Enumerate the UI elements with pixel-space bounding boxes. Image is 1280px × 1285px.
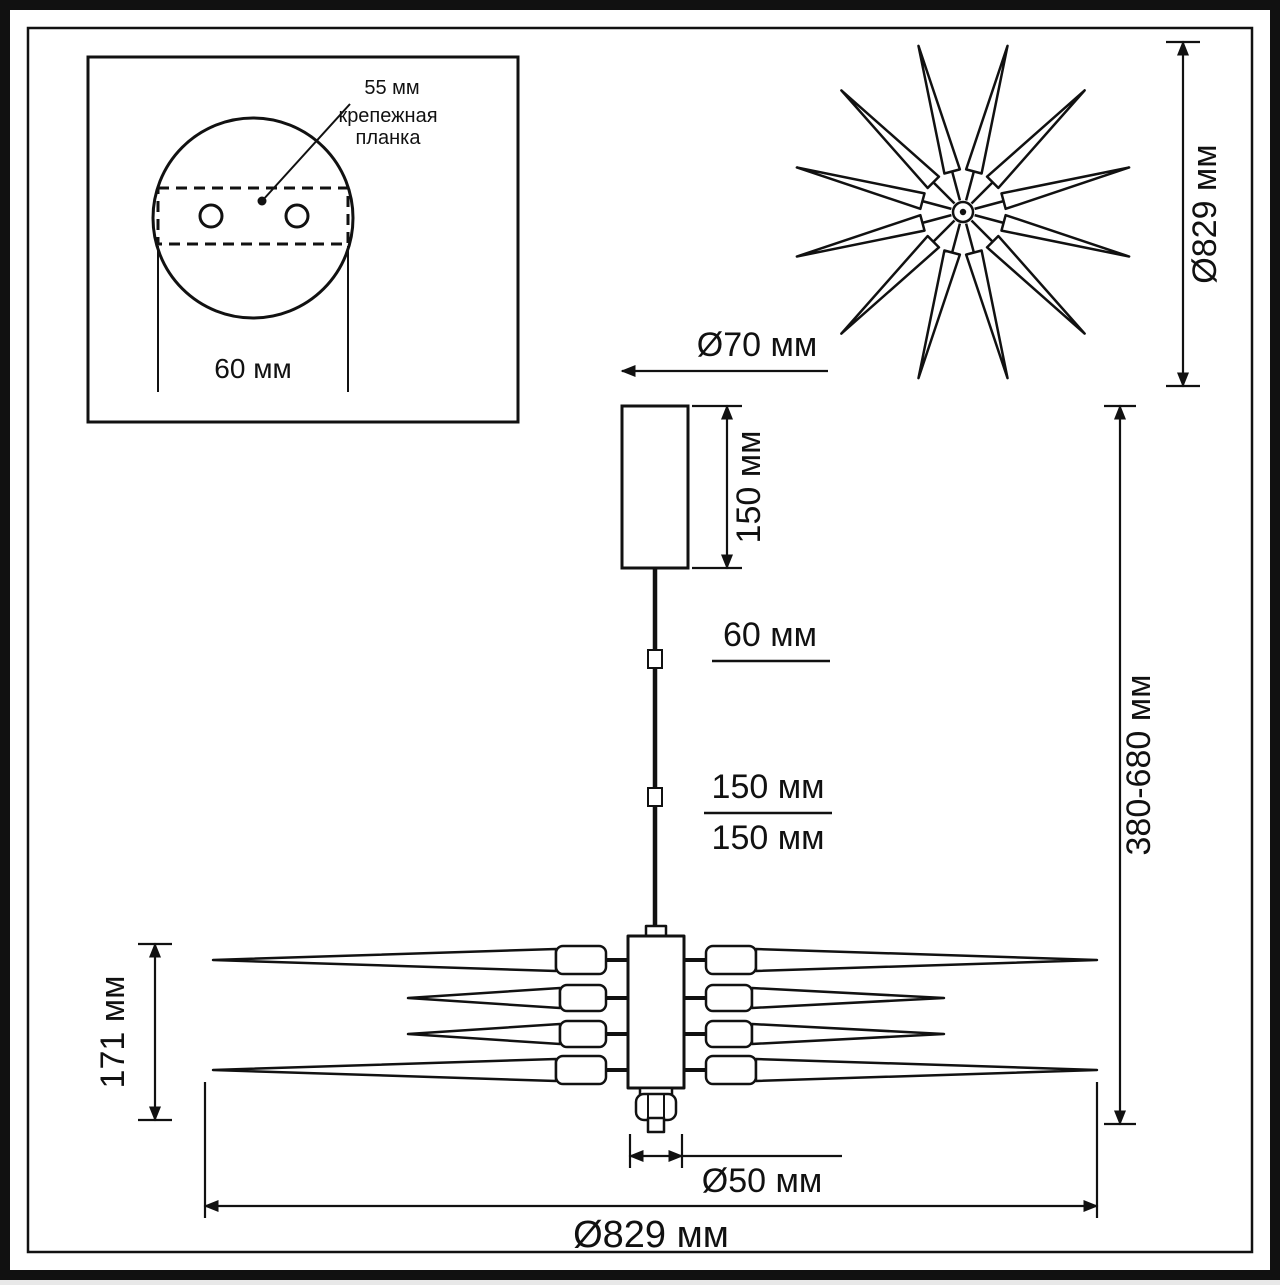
dim-top-view-diameter [1166, 40, 1200, 388]
spike-holder [704, 1054, 758, 1086]
top-spike [964, 44, 1009, 201]
spike-row [211, 944, 1099, 976]
spike-cone-right [750, 986, 946, 1010]
bracket-label-line1: крепежная [338, 105, 437, 127]
bracket-label-line2: планка [356, 127, 422, 149]
canopy-circle [151, 116, 355, 320]
dim-body-diameter [203, 1082, 1099, 1218]
spike-cone-right [754, 947, 1099, 973]
leader-line [261, 103, 351, 202]
stem [647, 568, 663, 938]
spike-holder [558, 983, 608, 1013]
spike-holder [558, 1019, 608, 1049]
top-spike [795, 213, 952, 258]
top-spike [974, 166, 1131, 211]
dim-label-top-diameter: Ø829 мм [1186, 144, 1224, 283]
inner-frame [26, 26, 1254, 1254]
dim-body-height [138, 942, 172, 1122]
inset-box [86, 55, 520, 424]
top-spike [970, 219, 1086, 335]
top-view [795, 44, 1131, 380]
top-spike [840, 219, 956, 335]
dim-label-body-diameter: Ø829 мм [573, 1214, 729, 1256]
spike-cone-right [754, 1057, 1099, 1083]
canopy-body [620, 404, 690, 570]
spike-holder [704, 983, 754, 1013]
dim-canopy-height [692, 404, 742, 570]
dim-label-canopy-diameter: Ø70 мм [697, 326, 817, 364]
mounting-bracket-dashed [156, 186, 350, 246]
dim-label-hub-diameter: Ø50 мм [702, 1162, 822, 1200]
mounting-plate-inset [86, 55, 520, 424]
dim-label-overall-height: 380-680 мм [1120, 675, 1158, 856]
top-spike [917, 223, 962, 380]
spike-row [406, 983, 946, 1013]
top-spike [840, 89, 956, 205]
dim-label-canopy-height: 150 мм [730, 431, 768, 544]
dim-label-stem-60: 60 мм [723, 616, 817, 654]
top-spike [917, 44, 962, 201]
dim-label-55mm: 55 мм [364, 77, 419, 99]
dim-label-stem-150-lower: 150 мм [712, 819, 825, 857]
spike-holder [704, 944, 758, 976]
spike-holder [704, 1019, 754, 1049]
spike-holder [554, 944, 608, 976]
top-spike [795, 166, 952, 211]
spike-row [211, 1054, 1099, 1086]
top-spike [970, 89, 1086, 205]
chandelier-body [211, 924, 1099, 1134]
top-spike [974, 213, 1131, 258]
top-view-hub-dot [959, 208, 967, 216]
top-spike [964, 223, 1009, 380]
dim-label-body-height: 171 мм [94, 976, 132, 1089]
spike-cone-right [750, 1022, 946, 1046]
hub-tip [646, 1116, 666, 1134]
mounting-hole-right [284, 203, 310, 229]
dim-overall-height [1104, 404, 1136, 1126]
stem-joint [647, 649, 663, 669]
canopy [620, 404, 690, 570]
spike-holder [554, 1054, 608, 1086]
hub-body [626, 934, 686, 1090]
dim-label-60mm-inset: 60 мм [214, 353, 291, 384]
hub [626, 924, 686, 1134]
dim-hub-diameter [628, 1134, 842, 1168]
hub-nut [634, 1092, 678, 1122]
mounting-hole-left [198, 203, 224, 229]
dim-label-stem-150-upper: 150 мм [712, 768, 825, 806]
stem-joint [647, 787, 663, 807]
